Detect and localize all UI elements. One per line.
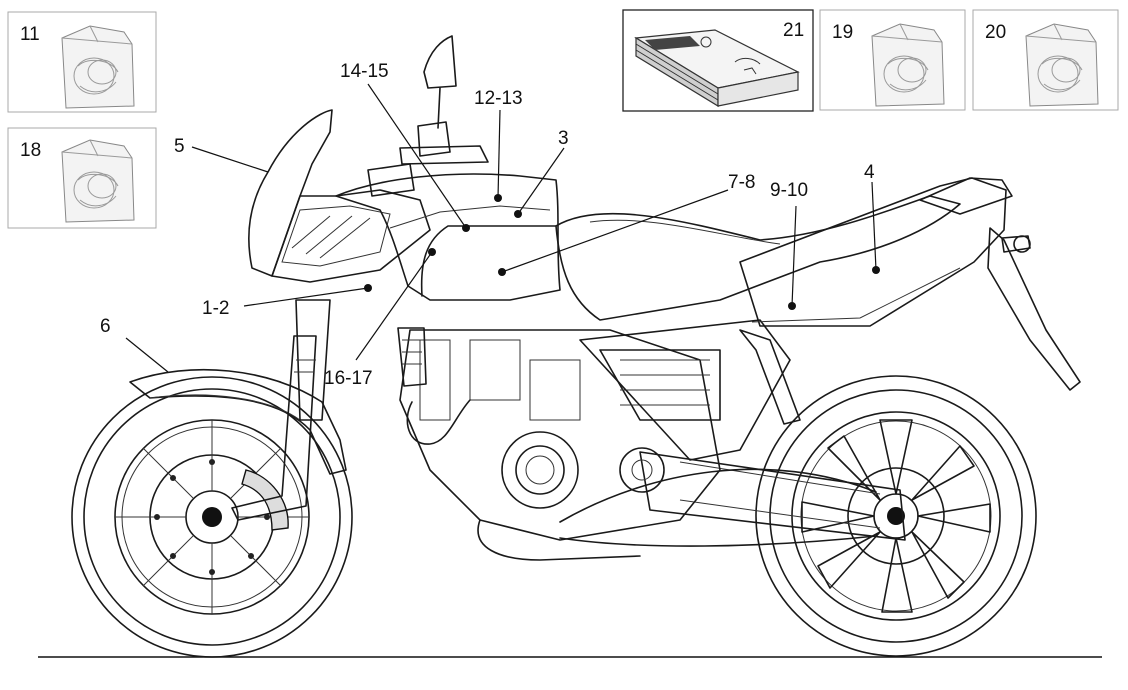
callout-dots bbox=[364, 194, 880, 310]
kit-number-21: 21 bbox=[783, 20, 804, 41]
decal-kit-bag-icon bbox=[871, 23, 945, 107]
kit-box-20[interactable]: 20 bbox=[972, 9, 1119, 111]
leader-lines bbox=[125, 83, 877, 373]
motorcycle-drawing bbox=[38, 35, 1102, 658]
rear-wheel bbox=[755, 375, 1037, 657]
callout-6[interactable]: 6 bbox=[100, 316, 111, 337]
callout-4[interactable]: 4 bbox=[864, 162, 875, 183]
kit-box-21[interactable]: 21 bbox=[622, 9, 814, 112]
callout-16-17[interactable]: 16-17 bbox=[324, 368, 373, 389]
kit-number-19: 19 bbox=[832, 22, 853, 43]
callout-12-13[interactable]: 12-13 bbox=[474, 88, 523, 109]
callout-1-2[interactable]: 1-2 bbox=[202, 298, 229, 319]
decal-kit-bag-icon bbox=[61, 139, 135, 223]
engine bbox=[399, 329, 721, 561]
decal-kit-bag-icon bbox=[61, 25, 135, 109]
kit-box-11[interactable]: 11 bbox=[7, 11, 157, 113]
kit-box-19[interactable]: 19 bbox=[819, 9, 966, 111]
decal-kit-bag-icon bbox=[1025, 23, 1099, 107]
callout-5[interactable]: 5 bbox=[174, 136, 185, 157]
kit-number-20: 20 bbox=[985, 22, 1006, 43]
callout-7-8[interactable]: 7-8 bbox=[728, 172, 755, 193]
front-wheel bbox=[71, 376, 353, 658]
callout-14-15[interactable]: 14-15 bbox=[340, 61, 389, 82]
callout-9-10[interactable]: 9-10 bbox=[770, 180, 808, 201]
kit-number-11: 11 bbox=[20, 24, 40, 45]
callout-3[interactable]: 3 bbox=[558, 128, 569, 149]
callout-labels: 5 14-15 12-13 3 7-8 9-10 4 1-2 6 16-17 bbox=[100, 61, 875, 389]
manual-book-icon bbox=[634, 29, 800, 108]
kit-number-18: 18 bbox=[20, 140, 41, 161]
kit-box-18[interactable]: 18 bbox=[7, 127, 157, 229]
